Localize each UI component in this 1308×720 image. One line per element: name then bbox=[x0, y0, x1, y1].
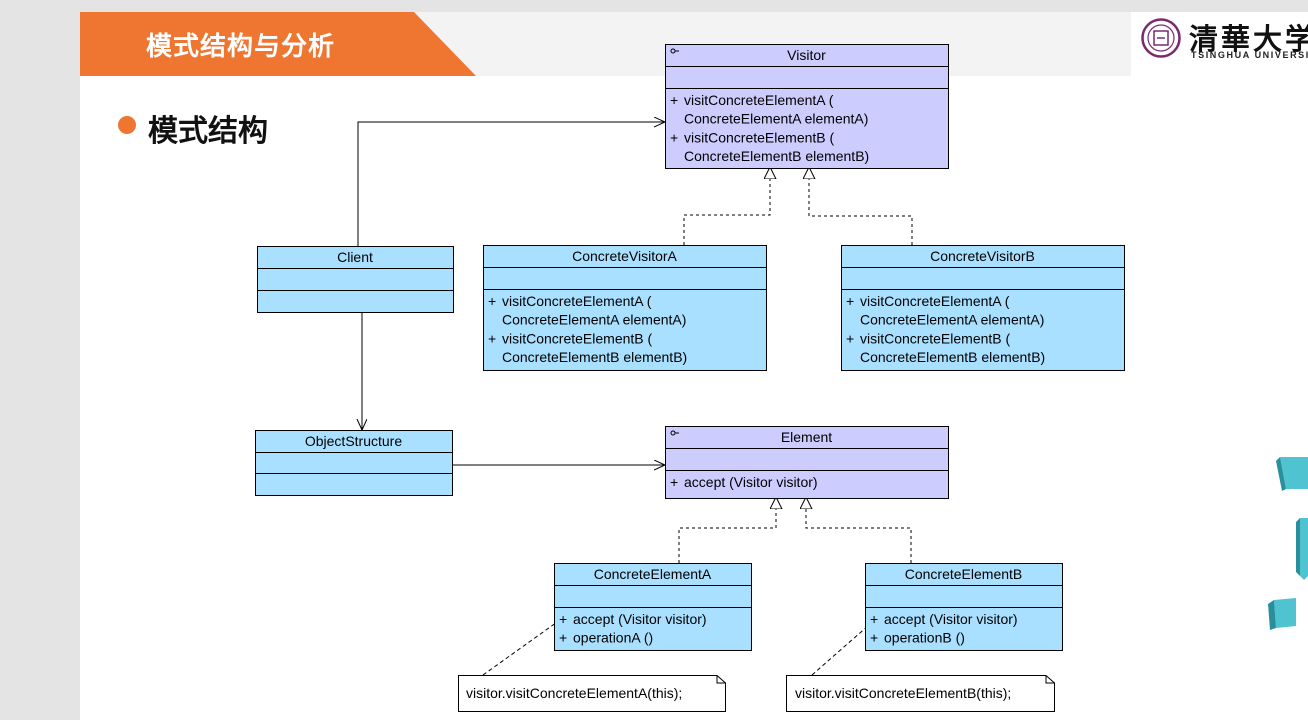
class-operation: + visitConcreteElementB ( ConcreteElementB… bbox=[670, 129, 869, 164]
operation-text: ConcreteElementB elementB) bbox=[502, 349, 687, 365]
class-operation: + operationA () bbox=[559, 630, 653, 646]
class-box bbox=[257, 246, 454, 313]
operation-text: operationA () bbox=[573, 630, 653, 646]
visibility-marker: + bbox=[670, 92, 678, 108]
visibility-marker: + bbox=[670, 474, 678, 490]
class-client[interactable]: Client bbox=[257, 246, 454, 313]
class-visitor[interactable]: Visitor + visitConcreteElementA ( ConcreteE… bbox=[665, 44, 949, 169]
operation-text: ConcreteElementA elementA) bbox=[860, 312, 1044, 328]
visibility-marker: + bbox=[846, 330, 854, 346]
class-operation: + accept (Visitor visitor) bbox=[870, 611, 1018, 627]
note-anchor-line-concrete-element-b bbox=[811, 624, 870, 676]
realization-concrete-visitor-a-to-visitor bbox=[683, 167, 770, 245]
operation-text: visitConcreteElementB ( bbox=[860, 330, 1011, 346]
class-name: ConcreteElementA bbox=[594, 566, 712, 582]
title-banner: 模式结构与分析 bbox=[80, 12, 476, 76]
visibility-marker: + bbox=[488, 330, 496, 346]
realization-concrete-visitor-b-to-visitor bbox=[809, 167, 913, 245]
notes: visitor.visitConcreteElementA(this); visi… bbox=[458, 675, 1055, 712]
class-name: ConcreteElementB bbox=[905, 566, 1023, 582]
association-client-to-visitor bbox=[357, 122, 665, 246]
class-box bbox=[255, 430, 453, 496]
bullet-dot bbox=[118, 116, 136, 134]
class-operation: + operationB () bbox=[870, 630, 965, 646]
class-operation: + visitConcreteElementA ( ConcreteElementA… bbox=[846, 293, 1044, 328]
operation-text: accept (Visitor visitor) bbox=[884, 611, 1018, 627]
visibility-marker: + bbox=[870, 611, 878, 627]
class-concrete-element-a[interactable]: ConcreteElementA + accept (Visitor visitor… bbox=[554, 563, 752, 651]
class-operation: + accept (Visitor visitor) bbox=[670, 474, 818, 490]
class-name: ConcreteVisitorB bbox=[930, 248, 1035, 264]
interface-icon bbox=[670, 430, 679, 436]
visibility-marker: + bbox=[870, 630, 878, 646]
realization-concrete-element-a-to-element bbox=[678, 497, 776, 563]
operation-text: ConcreteElementA elementA) bbox=[502, 312, 686, 328]
note-fold bbox=[716, 675, 726, 684]
teal-cube-decoration bbox=[1296, 518, 1308, 580]
operation-text: visitConcreteElementA ( bbox=[860, 293, 1010, 309]
note-box bbox=[786, 675, 1055, 712]
operation-text: visitConcreteElementB ( bbox=[502, 330, 653, 346]
visibility-marker: + bbox=[670, 129, 678, 145]
note-text: visitor.visitConcreteElementB(this); bbox=[795, 685, 1011, 701]
teal-cube-decoration bbox=[1268, 598, 1296, 630]
note-text: visitor.visitConcreteElementA(this); bbox=[466, 685, 682, 701]
operation-text: ConcreteElementB elementB) bbox=[860, 349, 1045, 365]
teal-cube-decoration bbox=[1276, 457, 1308, 491]
class-operation: + accept (Visitor visitor) bbox=[559, 611, 707, 627]
class-operation: + visitConcreteElementA ( ConcreteElementA… bbox=[488, 293, 686, 328]
class-concrete-element-b[interactable]: ConcreteElementB + accept (Visitor visitor… bbox=[865, 563, 1063, 651]
logo-chinese-text: 清華大学出 bbox=[1189, 22, 1308, 56]
slide-title: 模式结构与分析 bbox=[146, 32, 336, 62]
visibility-marker: + bbox=[488, 293, 496, 309]
class-concrete-visitor-a[interactable]: ConcreteVisitorA + visitConcreteElementA (… bbox=[483, 245, 767, 371]
note-note-b[interactable]: visitor.visitConcreteElementB(this); bbox=[786, 675, 1055, 712]
class-operation: + visitConcreteElementB ( ConcreteElementB… bbox=[488, 330, 687, 365]
class-name: Client bbox=[337, 249, 373, 265]
operation-text: ConcreteElementA elementA) bbox=[684, 111, 868, 127]
seal-icon bbox=[1141, 18, 1181, 58]
operation-text: visitConcreteElementA ( bbox=[502, 293, 652, 309]
class-box bbox=[841, 245, 1125, 371]
class-operation: + visitConcreteElementA ( ConcreteElementA… bbox=[670, 92, 868, 127]
visibility-marker: + bbox=[559, 611, 567, 627]
class-name: ObjectStructure bbox=[305, 433, 402, 449]
operation-text: visitConcreteElementB ( bbox=[684, 129, 835, 145]
class-box bbox=[665, 44, 949, 169]
note-fold bbox=[1045, 675, 1055, 684]
bullet-heading: 模式结构 bbox=[148, 114, 268, 149]
operation-text: visitConcreteElementA ( bbox=[684, 92, 834, 108]
university-logo: 清華大学出 TSINGHUA UNIVERSITY bbox=[1131, 12, 1308, 76]
note-anchor-line-concrete-element-a bbox=[482, 619, 561, 676]
realization-concrete-element-b-to-element bbox=[806, 497, 912, 563]
class-name: Element bbox=[781, 429, 832, 445]
note-box bbox=[458, 675, 726, 712]
class-object-structure[interactable]: ObjectStructure bbox=[255, 430, 453, 496]
class-name: ConcreteVisitorA bbox=[572, 248, 677, 264]
visibility-marker: + bbox=[846, 293, 854, 309]
operation-text: operationB () bbox=[884, 630, 965, 646]
note-note-a[interactable]: visitor.visitConcreteElementA(this); bbox=[458, 675, 726, 712]
class-name: Visitor bbox=[787, 47, 826, 63]
class-concrete-visitor-b[interactable]: ConcreteVisitorB + visitConcreteElementA (… bbox=[841, 245, 1125, 371]
operation-text: ConcreteElementB elementB) bbox=[684, 148, 869, 164]
interface-icon bbox=[670, 48, 679, 54]
visibility-marker: + bbox=[559, 630, 567, 646]
class-box bbox=[483, 245, 767, 371]
logo-english-text: TSINGHUA UNIVERSITY bbox=[1191, 50, 1308, 60]
relations bbox=[357, 122, 913, 676]
class-box bbox=[665, 426, 949, 499]
class-operation: + visitConcreteElementB ( ConcreteElementB… bbox=[846, 330, 1045, 365]
operation-text: accept (Visitor visitor) bbox=[573, 611, 707, 627]
class-element[interactable]: Element + accept (Visitor visitor) bbox=[665, 426, 949, 499]
operation-text: accept (Visitor visitor) bbox=[684, 474, 818, 490]
classes: Visitor + visitConcreteElementA ( ConcreteE… bbox=[255, 44, 1125, 651]
